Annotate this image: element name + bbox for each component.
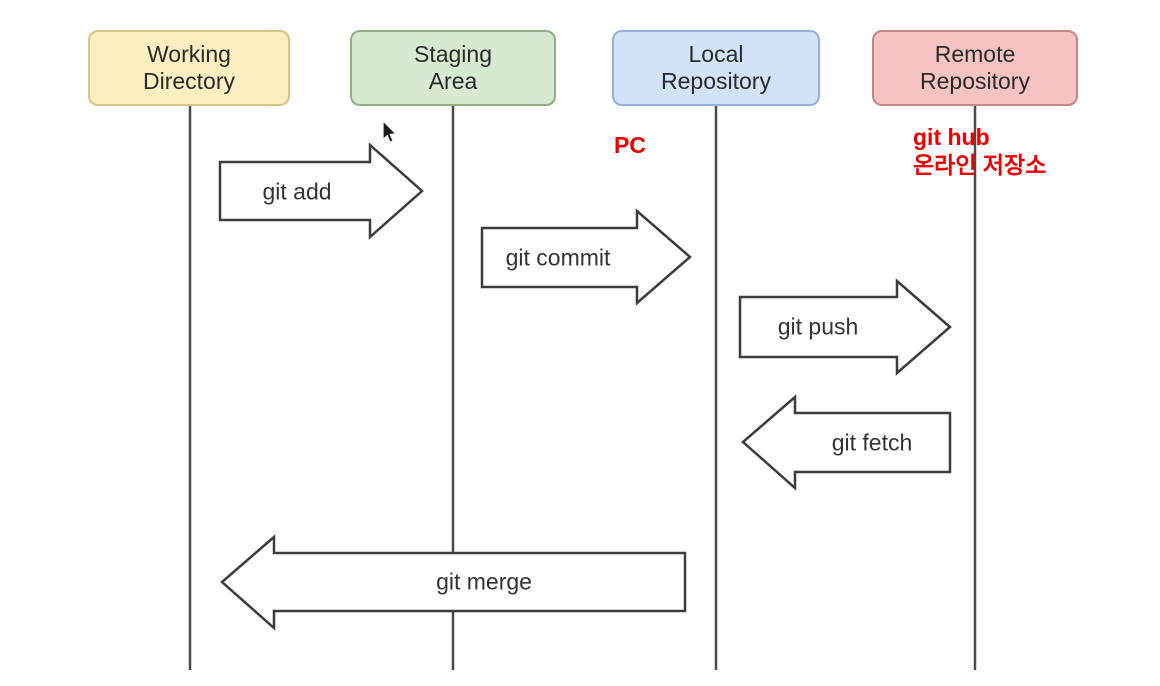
- lane-box-staging-area: Staging Area: [350, 30, 556, 106]
- lane-label-remote-repository: Remote Repository: [920, 40, 1030, 94]
- lane-label-staging-area: Staging Area: [413, 40, 492, 94]
- mouse-cursor-icon: [382, 119, 398, 143]
- git-push-arrow-label: git push: [777, 313, 859, 340]
- git-commit-arrow-label: git commit: [505, 244, 611, 271]
- lane-label-working-directory: Working Directory: [142, 40, 235, 94]
- git-commit-arrow-shape: [480, 208, 692, 306]
- git-merge-arrow-label: git merge: [436, 568, 532, 595]
- git-fetch-arrow-label: git fetch: [831, 429, 913, 456]
- git-push-arrow-shape: [738, 278, 952, 376]
- lane-box-local-repository: Local Repository: [612, 30, 820, 106]
- git-add-arrow-label: git add: [262, 178, 332, 205]
- git-add-arrow-shape: [218, 142, 424, 240]
- annotation-pc: PC: [614, 132, 646, 158]
- git-merge-arrow-shape: [220, 534, 687, 631]
- lane-box-remote-repository: Remote Repository: [872, 30, 1078, 106]
- annotation-remote-note: git hub 온라인 저장소: [913, 124, 1047, 179]
- lane-box-working-directory: Working Directory: [88, 30, 290, 106]
- lane-label-local-repository: Local Repository: [661, 40, 771, 94]
- git-fetch-arrow-shape: [741, 394, 952, 491]
